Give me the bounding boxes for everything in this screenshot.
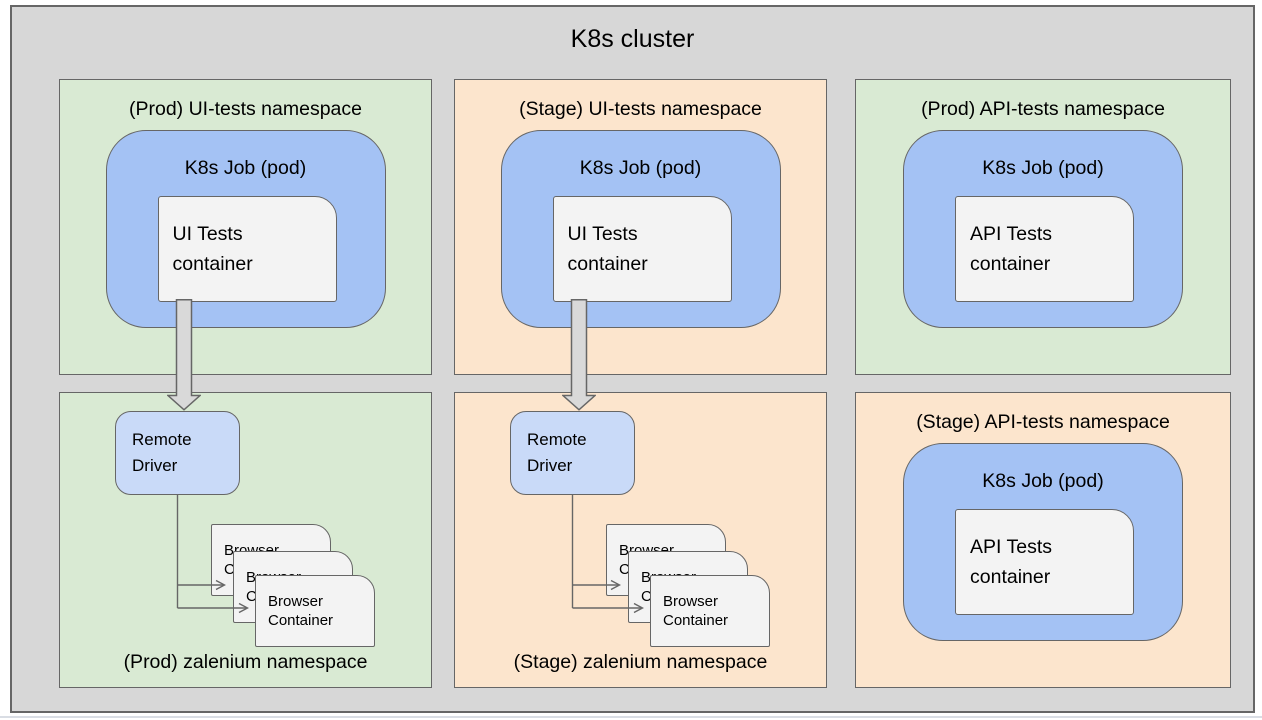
remote-driver-label: Remote Driver <box>527 430 587 475</box>
namespace-panel-prod-zalenium: Remote Driver Browser Container Browser … <box>59 392 432 688</box>
k8s-cluster-box: K8s cluster (Prod) UI-tests namespace K8… <box>10 5 1255 713</box>
ui-tests-container-label: UI Tests container <box>567 223 648 275</box>
ui-tests-container-box: UI Tests container <box>552 196 732 302</box>
k8s-job-pod-box: K8s Job (pod) UI Tests container <box>105 130 386 328</box>
api-tests-container-label: API Tests container <box>970 536 1053 588</box>
cluster-title: K8s cluster <box>570 25 695 53</box>
k8s-job-pod-box: K8s Job (pod) API Tests container <box>903 443 1183 641</box>
api-tests-container-label: API Tests container <box>970 223 1053 275</box>
down-arrow-prod-flow-icon <box>167 299 201 411</box>
namespace-panel-stage-zalenium: Remote Driver Browser Container Browser … <box>454 392 827 688</box>
down-arrow-stage-flow-icon <box>562 299 596 411</box>
page-bottom-divider <box>0 716 1262 718</box>
namespace-panel-prod-ui-tests: (Prod) UI-tests namespace K8s Job (pod) … <box>59 79 432 375</box>
browser-container-box: Browser Container <box>650 575 770 647</box>
namespace-title: (Prod) API-tests namespace <box>921 98 1165 120</box>
namespace-title: (Stage) UI-tests namespace <box>519 98 762 120</box>
browser-container-box: Browser Container <box>255 575 375 647</box>
api-tests-container-box: API Tests container <box>955 196 1134 302</box>
namespace-panel-stage-api-tests: (Stage) API-tests namespace K8s Job (pod… <box>855 392 1231 688</box>
k8s-job-label: K8s Job (pod) <box>579 157 702 179</box>
k8s-job-pod-box: K8s Job (pod) API Tests container <box>903 130 1183 328</box>
remote-driver-label: Remote Driver <box>132 430 192 475</box>
ui-tests-container-box: UI Tests container <box>157 196 337 302</box>
api-tests-container-box: API Tests container <box>955 509 1134 615</box>
browser-container-label: Browser Container <box>663 592 729 630</box>
remote-driver-box: Remote Driver <box>115 411 240 495</box>
namespace-title: (Prod) zalenium namespace <box>123 651 368 673</box>
k8s-job-pod-box: K8s Job (pod) UI Tests container <box>500 130 781 328</box>
ui-tests-container-label: UI Tests container <box>172 223 253 275</box>
namespace-panel-prod-api-tests: (Prod) API-tests namespace K8s Job (pod)… <box>855 79 1231 375</box>
k8s-job-label: K8s Job (pod) <box>184 157 307 179</box>
k8s-job-label: K8s Job (pod) <box>982 470 1104 492</box>
namespace-title: (Stage) zalenium namespace <box>513 651 768 673</box>
namespace-title: (Stage) API-tests namespace <box>916 411 1170 433</box>
namespace-panel-stage-ui-tests: (Stage) UI-tests namespace K8s Job (pod)… <box>454 79 827 375</box>
browser-container-label: Browser Container <box>268 592 334 630</box>
remote-driver-box: Remote Driver <box>510 411 635 495</box>
k8s-job-label: K8s Job (pod) <box>982 157 1104 179</box>
namespace-title: (Prod) UI-tests namespace <box>128 98 362 120</box>
